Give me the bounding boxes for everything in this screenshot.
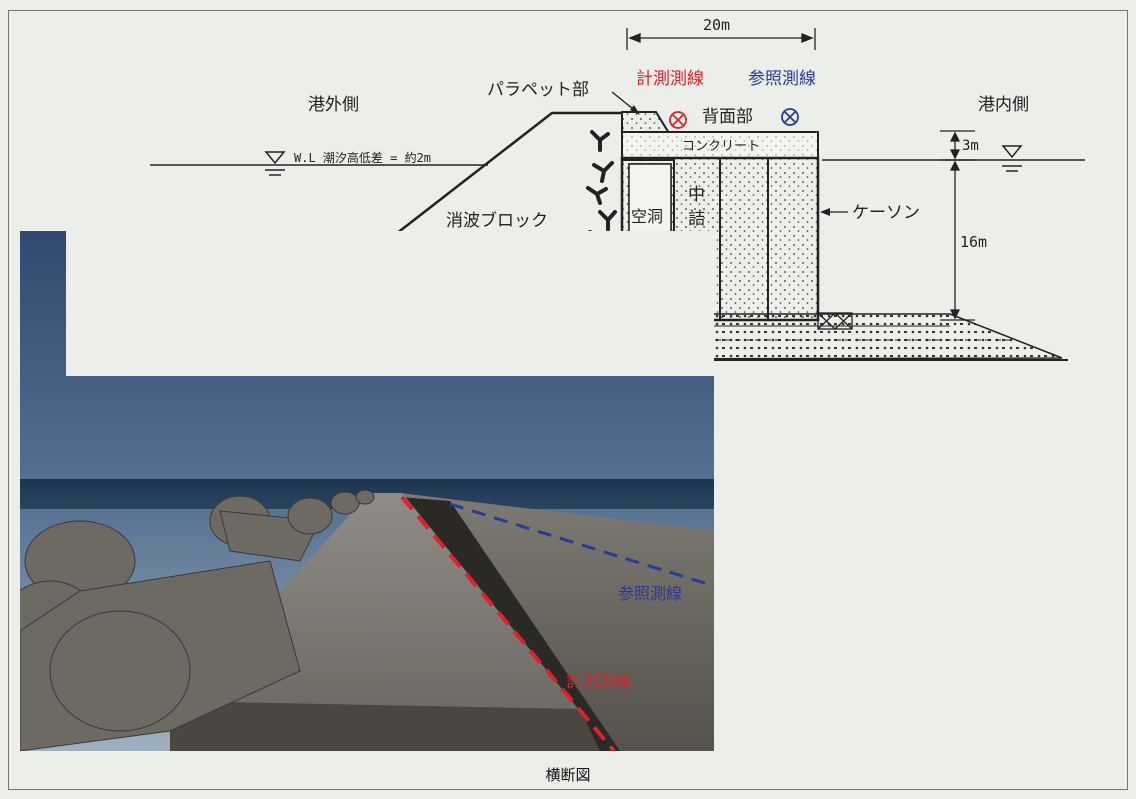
width-dimension [626, 28, 816, 50]
water-level-label: W.L 潮汐高低差 = 約2m [294, 150, 431, 165]
reference-line-marker [781, 108, 799, 126]
caisson-height-label: 16m [960, 233, 987, 251]
caisson-label: ケーソン [852, 203, 920, 223]
seaward-side-label: 港外側 [308, 95, 359, 115]
photo-reference-line-label: 参照測線 [618, 584, 682, 603]
measure-line-marker [669, 111, 687, 129]
parapet-label: パラペット部 [487, 80, 589, 100]
fill-sand-char-1: 中 [688, 185, 705, 205]
water-level-icon-inner [1001, 145, 1023, 172]
tetrapods [20, 489, 375, 751]
water-level-icon [264, 151, 286, 176]
harbor-side-label: 港内側 [978, 95, 1029, 115]
back-part-label: 背面部 [702, 107, 753, 127]
width-label: 20m [703, 16, 730, 34]
reference-line-label: 参照測線 [748, 69, 816, 89]
measure-line-label: 計測測線 [636, 69, 704, 89]
cavity-label: 空洞 [631, 207, 663, 226]
height-dimensions [940, 130, 975, 321]
breakwater-photo: 参照測線 計測測線 [20, 231, 714, 751]
photo-drawing: 参照測線 計測測線 [20, 231, 714, 751]
photo-measure-line [400, 495, 616, 751]
figure-caption: 横断図 [545, 766, 591, 784]
fill-sand-char-2: 詰 [688, 209, 705, 229]
armor-blocks-label: 消波ブロック [446, 210, 548, 231]
photo-reference-line [449, 502, 714, 588]
concrete-label: コンクリート [682, 139, 760, 154]
photo-measure-line-label: 計測測線 [566, 672, 630, 691]
top-depth-label: 3m [962, 138, 979, 154]
